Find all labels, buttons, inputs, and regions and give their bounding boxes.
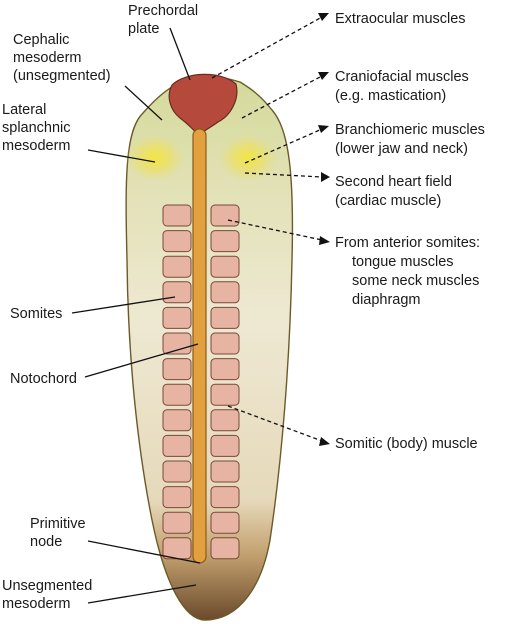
somite-right bbox=[210, 409, 240, 432]
somite-left bbox=[162, 434, 192, 457]
extraocular-arrowhead bbox=[318, 13, 329, 21]
prechordal-plate-pointer bbox=[169, 27, 191, 81]
somite-left bbox=[162, 460, 192, 483]
somites-label: Somites bbox=[10, 306, 62, 322]
somite-left bbox=[162, 358, 192, 381]
somite-right bbox=[210, 511, 240, 534]
primitive-node-pointer bbox=[87, 540, 201, 564]
cephalic-mesoderm-label: Cephalic mesoderm (unsegmented) bbox=[13, 32, 111, 84]
lateral-splanchnic-label: Lateral splanchnic mesoderm bbox=[2, 102, 75, 154]
notochord-pointer bbox=[84, 343, 199, 378]
anterior-somites-label: From anterior somites: tongue muscles so… bbox=[335, 235, 484, 308]
somite-right bbox=[210, 306, 240, 329]
notochord bbox=[192, 128, 207, 564]
extraocular-label: Extraocular muscles bbox=[335, 11, 466, 27]
somitic-muscle-arrowhead bbox=[319, 437, 330, 446]
somite-right bbox=[210, 486, 240, 509]
somite-left bbox=[162, 281, 192, 304]
somite-right bbox=[210, 255, 240, 278]
branchiomeric-arrowhead bbox=[318, 125, 329, 133]
somite-right bbox=[210, 537, 240, 560]
somites-pointer bbox=[71, 296, 176, 314]
second-heart-field-arrow bbox=[244, 172, 323, 178]
somite-left bbox=[162, 383, 192, 406]
lateral-splanchnic-pointer bbox=[87, 149, 156, 163]
somite-right bbox=[210, 332, 240, 355]
branchiomeric-arrow bbox=[244, 128, 323, 164]
somite-left bbox=[162, 306, 192, 329]
somites-group bbox=[162, 204, 240, 560]
somite-right bbox=[210, 281, 240, 304]
somite-right bbox=[210, 358, 240, 381]
somite-left bbox=[162, 511, 192, 534]
somite-left bbox=[162, 204, 192, 227]
somite-right bbox=[210, 460, 240, 483]
somite-left bbox=[162, 486, 192, 509]
cephalic-mesoderm-pointer bbox=[124, 85, 163, 121]
second-heart-field-arrowhead bbox=[321, 172, 330, 182]
prechordal-plate-label: Prechordal plate bbox=[128, 3, 202, 37]
somite-right bbox=[210, 434, 240, 457]
somite-left bbox=[162, 230, 192, 253]
craniofacial-arrow bbox=[241, 75, 323, 119]
somite-right bbox=[210, 383, 240, 406]
craniofacial-label: Craniofacial muscles (e.g. mastication) bbox=[335, 69, 473, 104]
somite-right bbox=[210, 230, 240, 253]
somite-left bbox=[162, 409, 192, 432]
somite-left bbox=[162, 537, 192, 560]
craniofacial-arrowhead bbox=[318, 72, 329, 80]
anterior-somites-arrowhead bbox=[319, 236, 330, 245]
somite-right bbox=[210, 204, 240, 227]
somitic-muscle-arrow bbox=[227, 405, 323, 442]
somite-left bbox=[162, 255, 192, 278]
second-heart-field-label: Second heart field (cardiac muscle) bbox=[335, 174, 456, 209]
splanchnic-glow-right bbox=[218, 134, 278, 182]
somite-left bbox=[162, 332, 192, 355]
splanchnic-glow-left bbox=[125, 134, 185, 182]
branchiomeric-label: Branchiomeric muscles (lower jaw and nec… bbox=[335, 122, 489, 157]
unsegmented-mesoderm-label: Unsegmented mesoderm bbox=[2, 578, 96, 612]
extraocular-arrow bbox=[211, 16, 323, 79]
prechordal-plate bbox=[168, 73, 238, 137]
somitic-muscle-label: Somitic (body) muscle bbox=[335, 436, 478, 452]
primitive-node-label: Primitive node bbox=[30, 516, 90, 550]
anterior-somites-arrow bbox=[227, 219, 323, 241]
unsegmented-mesoderm-pointer bbox=[87, 584, 197, 604]
notochord-label: Notochord bbox=[10, 371, 77, 387]
